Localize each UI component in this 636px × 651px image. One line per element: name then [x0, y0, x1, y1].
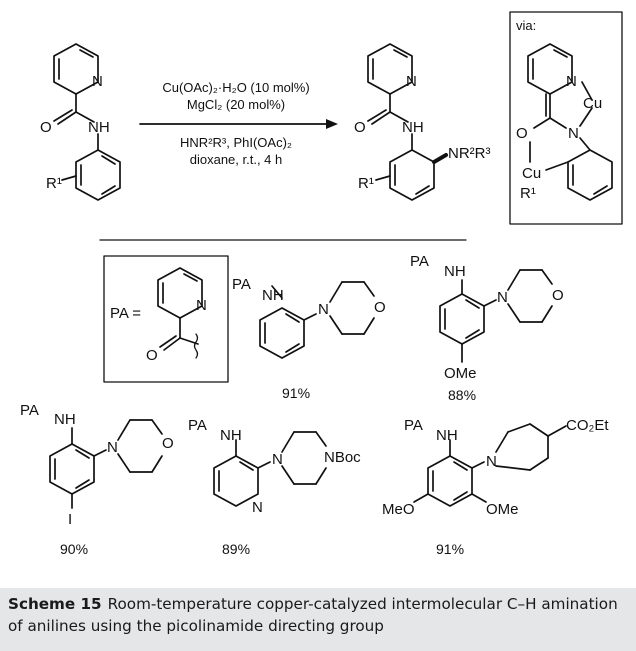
atom-n-pa: N [196, 297, 207, 314]
atom-nh-p1: NH [262, 287, 284, 304]
atom-nh-p3: NH [54, 411, 76, 428]
iodo-label: I [68, 511, 72, 528]
condition-catalyst: Cu(OAc)₂·H₂O (10 mol%) [162, 80, 309, 95]
nboc-label: NBoc [324, 449, 361, 466]
atom-cu-2: Cu [522, 165, 541, 182]
yield-1: 91% [282, 385, 310, 401]
product-5-dimethoxy-piperidine [413, 423, 567, 507]
yield-2: 88% [448, 387, 476, 403]
pa-label-3: PA [20, 402, 39, 419]
atom-r1-2: R¹ [358, 175, 374, 192]
atom-nh-p2: NH [444, 263, 466, 280]
reaction-scheme-drawing: N O NH R¹ Cu(OAc)₂·H₂O (10 mol%) MgCl₂ (… [20, 11, 623, 557]
atom-n-p3: N [107, 439, 118, 456]
atom-nh-p5: NH [436, 427, 458, 444]
atom-o-p2: O [552, 287, 564, 304]
atom-cu-1: Cu [583, 95, 602, 112]
pa-definition-box [103, 255, 229, 383]
atom-o-pa: O [146, 347, 158, 364]
product-2-methoxy-morpholine [439, 269, 553, 363]
pa-label-5: PA [404, 417, 423, 434]
atom-n-p4: N [272, 451, 283, 468]
product-1-morpholine [259, 281, 375, 359]
atom-nh-1: NH [88, 119, 110, 136]
condition-reagents: HNR²R³, PhI(OAc)₂ [180, 135, 292, 150]
pa-label-2: PA [410, 253, 429, 270]
condition-additive: MgCl₂ (20 mol%) [187, 97, 285, 112]
atom-o-p3: O [162, 435, 174, 452]
atom-o-1: O [40, 119, 52, 136]
atom-o-p1: O [374, 299, 386, 316]
product-3-iodo-morpholine [49, 419, 163, 509]
pa-group [157, 267, 203, 359]
condition-solvent: dioxane, r.t., 4 h [190, 152, 283, 167]
atom-n-p1: N [318, 301, 329, 318]
yield-5: 91% [436, 541, 464, 557]
ome-label-5: OMe [486, 501, 519, 518]
intermediate-box [509, 11, 623, 225]
atom-r1-1: R¹ [46, 175, 62, 192]
copper-intermediate [527, 43, 613, 201]
atom-n-pyr: N [252, 499, 263, 516]
atom-nh-p4: NH [220, 427, 242, 444]
caption-label: Scheme 15 [8, 595, 102, 613]
atom-o-2: O [354, 119, 366, 136]
starting-material [53, 43, 121, 201]
pa-label-4: PA [188, 417, 207, 434]
caption-body: Room-temperature copper-catalyzed interm… [8, 595, 618, 635]
atom-r1-3: R¹ [520, 185, 536, 202]
ome-label-2: OMe [444, 365, 477, 382]
caption-band [0, 588, 636, 651]
product-4-pyridine-piperazine [213, 431, 327, 507]
atom-n-p5: N [486, 453, 497, 470]
atom-o-3: O [516, 125, 528, 142]
meo-label: MeO [382, 501, 415, 518]
atom-n-4: N [568, 125, 579, 142]
atom-nh-2: NH [402, 119, 424, 136]
atom-n-3: N [566, 73, 577, 90]
atom-nr2r3: NR²R³ [448, 145, 491, 162]
atom-n-1: N [92, 73, 103, 90]
product-general [367, 43, 448, 201]
via-label: via: [516, 18, 536, 33]
pa-label-1: PA [232, 276, 251, 293]
pa-equals-label: PA = [110, 305, 141, 322]
co2et-label: CO₂Et [566, 417, 609, 434]
atom-n-p2: N [497, 289, 508, 306]
atom-n-2: N [406, 73, 417, 90]
yield-3: 90% [60, 541, 88, 557]
yield-4: 89% [222, 541, 250, 557]
